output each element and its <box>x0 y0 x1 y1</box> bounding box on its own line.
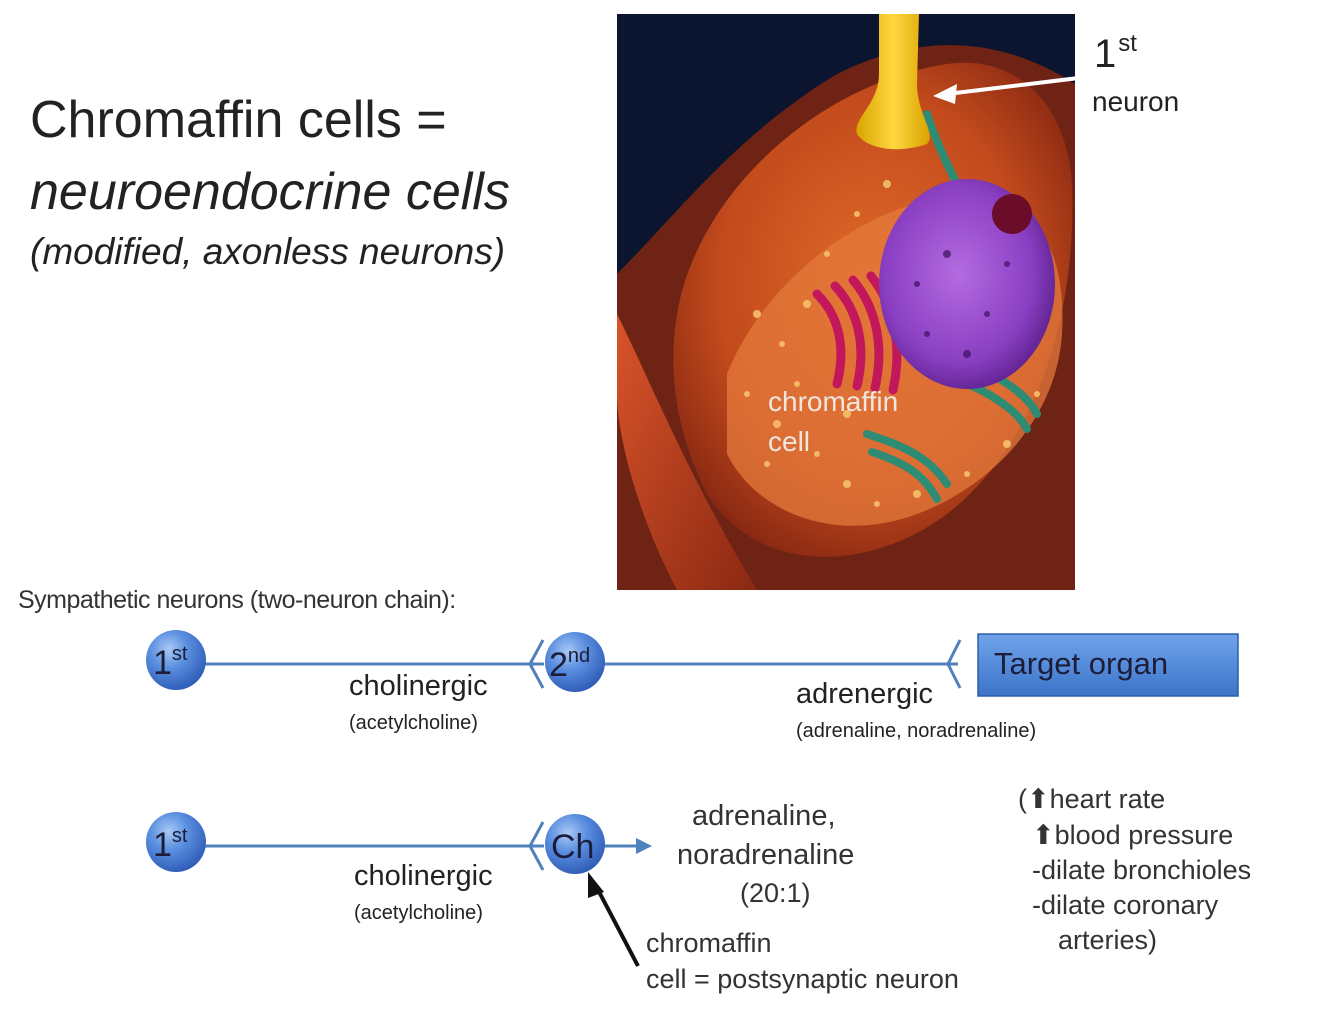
chain1-link2-sub: (adrenaline, noradrenaline) <box>796 720 1037 742</box>
effect-arteries: arteries) <box>1058 925 1158 955</box>
chain2-output-ratio: (20:1) <box>740 878 811 908</box>
page-subtitle: (modified, axonless neurons) <box>30 231 506 272</box>
chain2-link-label: cholinergic <box>354 860 493 892</box>
chain1-link2-label: adrenergic <box>796 678 934 710</box>
chain2-node-first <box>146 812 206 872</box>
chain2-output-line2: noradrenaline <box>677 839 855 871</box>
chromaffin-pointer-label-1: chromaffin <box>646 928 772 958</box>
chain1-link1-sub: (acetylcholine) <box>349 712 478 734</box>
chain2-node-chromaffin <box>545 814 605 874</box>
effect-dilate-coronary: -dilate coronary <box>1032 890 1219 920</box>
chain1-node-first <box>146 630 206 690</box>
chain2-synapse <box>528 821 545 871</box>
chain2-output-arrowhead <box>636 838 652 854</box>
chain1-link1-label: cholinergic <box>349 670 488 702</box>
effect-dilate-bronchioles: -dilate bronchioles <box>1032 855 1252 885</box>
chain1-synapse-1 <box>528 639 545 689</box>
first-neuron-label: 1st <box>1094 30 1137 76</box>
chromaffin-pointer-arrowhead <box>588 872 604 898</box>
chromaffin-cell-illustration <box>617 14 1075 590</box>
chain1-synapse-2 <box>946 639 962 689</box>
svg-text:1st: 1st <box>153 643 188 682</box>
chain2-node-first-num: 1 <box>153 826 172 864</box>
chain1-node-second-sup: nd <box>568 645 590 667</box>
chromaffin-cell-label-2: cell <box>768 426 811 457</box>
chain1-node-second <box>545 632 605 692</box>
chromaffin-pointer-arrow <box>594 885 640 967</box>
effect-heart-rate: (⬆heart rate <box>1018 784 1166 814</box>
first-neuron-word: neuron <box>1092 86 1180 117</box>
chain2-node-chromaffin-label: Ch <box>551 828 594 866</box>
svg-text:2nd: 2nd <box>549 645 590 684</box>
chain2-node-first-sup: st <box>172 825 188 847</box>
chain1-node-first-sup: st <box>172 643 188 665</box>
page-title: Chromaffin cells = <box>30 91 447 149</box>
chain2-link-sub: (acetylcholine) <box>354 902 483 924</box>
target-organ-box <box>977 633 1239 697</box>
chain1-heading: Sympathetic neurons (two-neuron chain): <box>18 586 456 614</box>
effect-blood-pressure: ⬆blood pressure <box>1032 820 1234 850</box>
chain2-output-line1: adrenaline, <box>692 800 836 832</box>
chain1-node-first-num: 1 <box>153 644 172 682</box>
chain1-node-second-num: 2 <box>549 646 568 684</box>
chromaffin-cell-label: chromaffin <box>768 386 899 417</box>
chromaffin-pointer-label-2: cell = postsynaptic neuron <box>646 964 959 994</box>
target-organ-label: Target organ <box>994 646 1168 681</box>
page-title-italic: neuroendocrine cells <box>30 163 510 221</box>
svg-text:1st: 1st <box>153 825 188 864</box>
